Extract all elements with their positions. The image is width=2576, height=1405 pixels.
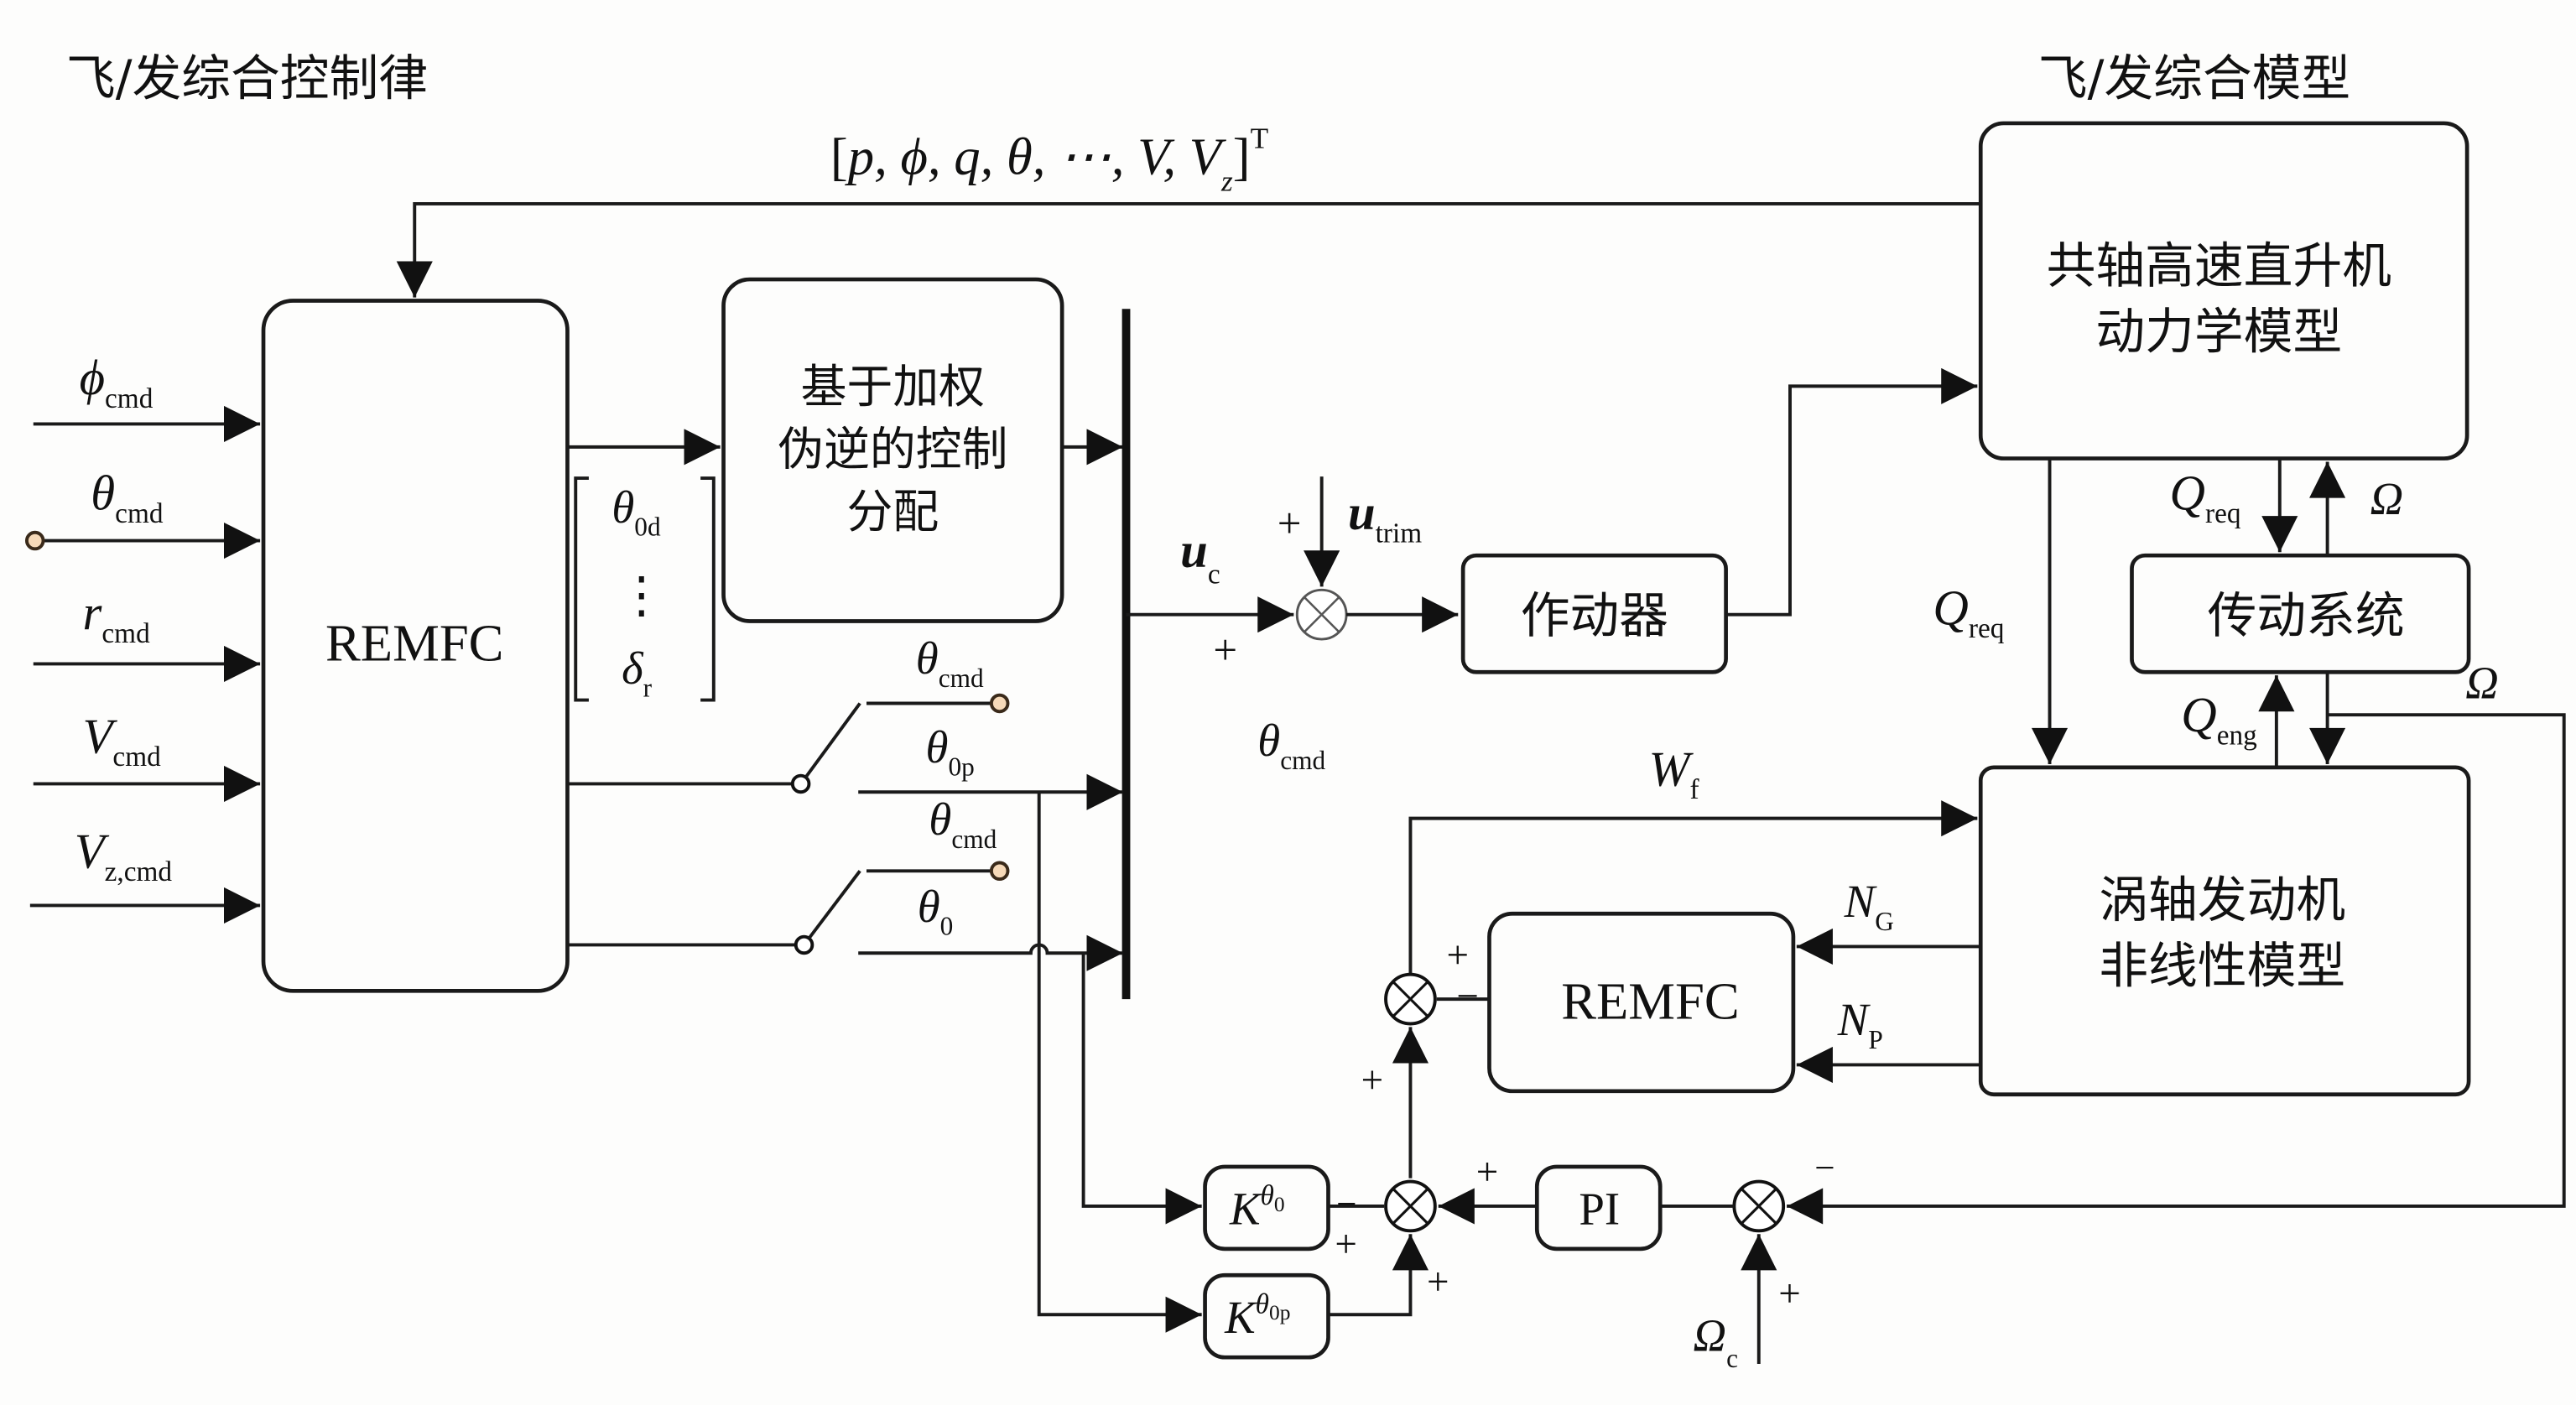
trim-summing-junction xyxy=(1295,588,1348,641)
turboshaft-engine-model-block[interactable]: 涡轴发动机 非线性模型 xyxy=(1978,765,2471,1097)
sign-minus-fuel: − xyxy=(1456,975,1479,1018)
actuator-to-heli-wire xyxy=(1725,367,1978,617)
sign-plus-k0: + xyxy=(1335,1223,1357,1267)
uc-label: uc xyxy=(1180,523,1220,591)
q-req-label-engine: Qreq xyxy=(1933,580,2004,644)
weighted-pseudoinverse-allocation-block[interactable]: 基于加权 伪逆的控制 分配 xyxy=(721,277,1064,623)
collective-switch-0p[interactable]: θcmd θ0p xyxy=(567,632,1123,810)
input-label-theta-cmd: θcmd xyxy=(91,466,164,529)
svg-text:基于加权: 基于加权 xyxy=(801,360,985,414)
input-label-v-cmd: Vcmd xyxy=(83,709,162,773)
input-label-r-cmd: rcmd xyxy=(83,585,151,649)
sign-plus-comp-up: + xyxy=(1361,1059,1384,1102)
svg-text:θcmd: θcmd xyxy=(916,632,984,693)
wf-label: Wf xyxy=(1649,742,1700,805)
svg-text:传动系统: 传动系统 xyxy=(2208,586,2405,644)
fuel-summing-junction xyxy=(1384,972,1437,1026)
sign-plus-pi: + xyxy=(1476,1150,1499,1194)
pi-controller-block[interactable]: PI xyxy=(1534,1164,1663,1251)
command-inputs: ϕcmd θcmd rcmd Vcmd Vz,cmd xyxy=(24,351,261,924)
heli-dynamics-model-block[interactable]: 共轴高速直升机 动力学模型 xyxy=(1978,121,2469,461)
q-eng-label: Qeng xyxy=(2181,688,2257,752)
svg-text:Kθ0: Kθ0 xyxy=(1229,1180,1285,1235)
sign-plus-uc: + xyxy=(1213,627,1237,674)
transmission-system-block[interactable]: 传动系统 xyxy=(2130,553,2471,674)
svg-text:伪逆的控制: 伪逆的控制 xyxy=(778,422,1007,476)
sign-minus-k0: − xyxy=(1336,1185,1356,1225)
svg-text:PI: PI xyxy=(1579,1184,1620,1235)
svg-text:REMFC: REMFC xyxy=(1561,972,1740,1031)
remfc-engine-block[interactable]: REMFC xyxy=(1487,911,1796,1094)
theta-cmd-input-terminal[interactable] xyxy=(24,530,45,551)
u-trim-label: utrim xyxy=(1348,486,1422,549)
omega-label-upper: Ω xyxy=(2370,473,2404,524)
input-label-vz-cmd: Vz,cmd xyxy=(75,824,173,887)
sign-plus-k0p: + xyxy=(1427,1261,1449,1304)
svg-text:δr: δr xyxy=(622,643,653,703)
omega-label-lower: Ω xyxy=(2465,658,2499,709)
k-theta0p-gain-block[interactable]: Kθ0p xyxy=(1203,1272,1330,1360)
theta-cmd-label-middle: θcmd xyxy=(1257,715,1325,775)
fuel-flow-wire xyxy=(1408,800,1978,975)
svg-text:Kθ0p: Kθ0p xyxy=(1224,1288,1290,1343)
compensation-summing-junction xyxy=(1384,1179,1437,1233)
svg-text:涡轴发动机: 涡轴发动机 xyxy=(2099,871,2345,929)
svg-text:共轴高速直升机: 共轴高速直升机 xyxy=(2047,237,2391,294)
input-label-phi-cmd: ϕcmd xyxy=(80,351,154,414)
q-req-label-transmission: Qreq xyxy=(2170,466,2241,529)
sign-plus-omega-c: + xyxy=(1778,1272,1801,1315)
sign-plus-fuel: + xyxy=(1447,934,1470,977)
svg-text:θ0p: θ0p xyxy=(926,721,975,782)
rotor-speed-summing-junction xyxy=(1732,1179,1786,1233)
actuator-block[interactable]: 作动器 xyxy=(1460,553,1728,674)
virtual-control-vector: θ0d ⋮ δr xyxy=(574,476,716,703)
theta0-branch-wire xyxy=(1081,953,1202,1225)
svg-text:θcmd: θcmd xyxy=(929,794,997,854)
remfc-controller-block[interactable]: REMFC xyxy=(261,299,570,993)
remfc-controller-label: REMFC xyxy=(325,614,504,673)
omega-feedback-wire xyxy=(1787,713,2566,1225)
theta0p-branch-wire xyxy=(1037,792,1202,1333)
state-feedback-wire xyxy=(396,201,1981,298)
k-theta0p-to-sum-wire xyxy=(1328,1234,1429,1317)
k-theta0-gain-block[interactable]: Kθ0 xyxy=(1203,1164,1330,1251)
ng-label: NG xyxy=(1844,876,1894,936)
feedback-vector-label: [p, ϕ, q, θ, ⋯, V, Vz]T xyxy=(830,122,1268,197)
sign-plus-trim: + xyxy=(1278,501,1302,548)
svg-text:θ0d: θ0d xyxy=(611,481,661,542)
svg-text:[p, ϕ, q, θ, ⋯, V, Vz]T: [p, ϕ, q, θ, ⋯, V, Vz]T xyxy=(830,122,1268,197)
control-law-title: 飞/发综合控制律 xyxy=(66,49,428,107)
svg-text:非线性模型: 非线性模型 xyxy=(2099,937,2345,995)
svg-text:分配: 分配 xyxy=(847,485,939,539)
omega-c-label: Ωc xyxy=(1693,1309,1738,1373)
theta-cmd-terminal-2[interactable] xyxy=(989,861,1010,882)
sign-minus-omega: − xyxy=(1814,1149,1834,1189)
svg-text:⋮: ⋮ xyxy=(617,568,666,622)
svg-text:θ0: θ0 xyxy=(918,881,954,941)
svg-text:动力学模型: 动力学模型 xyxy=(2095,302,2342,360)
model-title: 飞/发综合模型 xyxy=(2038,49,2350,107)
svg-text:作动器: 作动器 xyxy=(1521,586,1668,644)
np-label: NP xyxy=(1837,994,1883,1054)
theta-cmd-terminal-1[interactable] xyxy=(989,693,1010,714)
